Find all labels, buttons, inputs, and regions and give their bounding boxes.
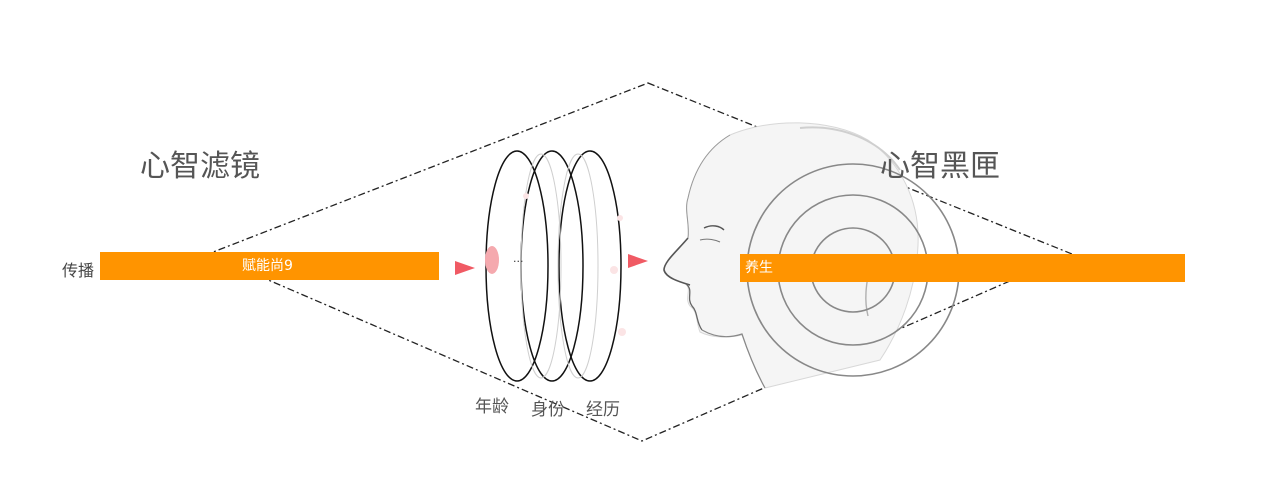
- lens-identity: [520, 150, 584, 382]
- lens-label-experience: 经历: [586, 400, 620, 420]
- lens-experience: [558, 150, 622, 382]
- output-bar-label: 养生: [745, 260, 773, 276]
- lens-middle-marker: ...: [513, 252, 524, 265]
- input-side-label: 传播: [62, 261, 95, 280]
- input-bar-label: 赋能尚9: [242, 258, 293, 274]
- light-spot: [485, 246, 499, 274]
- lens-age-inner-outline: [520, 153, 562, 379]
- light-dot: [523, 193, 529, 199]
- title-mind-filter: 心智滤镜: [140, 149, 260, 184]
- light-dot: [617, 215, 623, 221]
- input-bar: 赋能尚9: [100, 252, 439, 280]
- output-bar: 养生: [740, 254, 1185, 282]
- triangle-right-icon: [455, 261, 475, 275]
- lens-label-identity: 身份: [531, 400, 565, 420]
- triangle-right-icon: [628, 254, 648, 268]
- filter-lenses: [485, 150, 626, 382]
- title-mind-black-box: 心智黑匣: [880, 149, 1000, 184]
- lens-label-age: 年龄: [475, 397, 509, 417]
- light-dot: [618, 328, 626, 336]
- light-dot: [610, 266, 618, 274]
- lens-identity-inner-outline: [557, 153, 599, 379]
